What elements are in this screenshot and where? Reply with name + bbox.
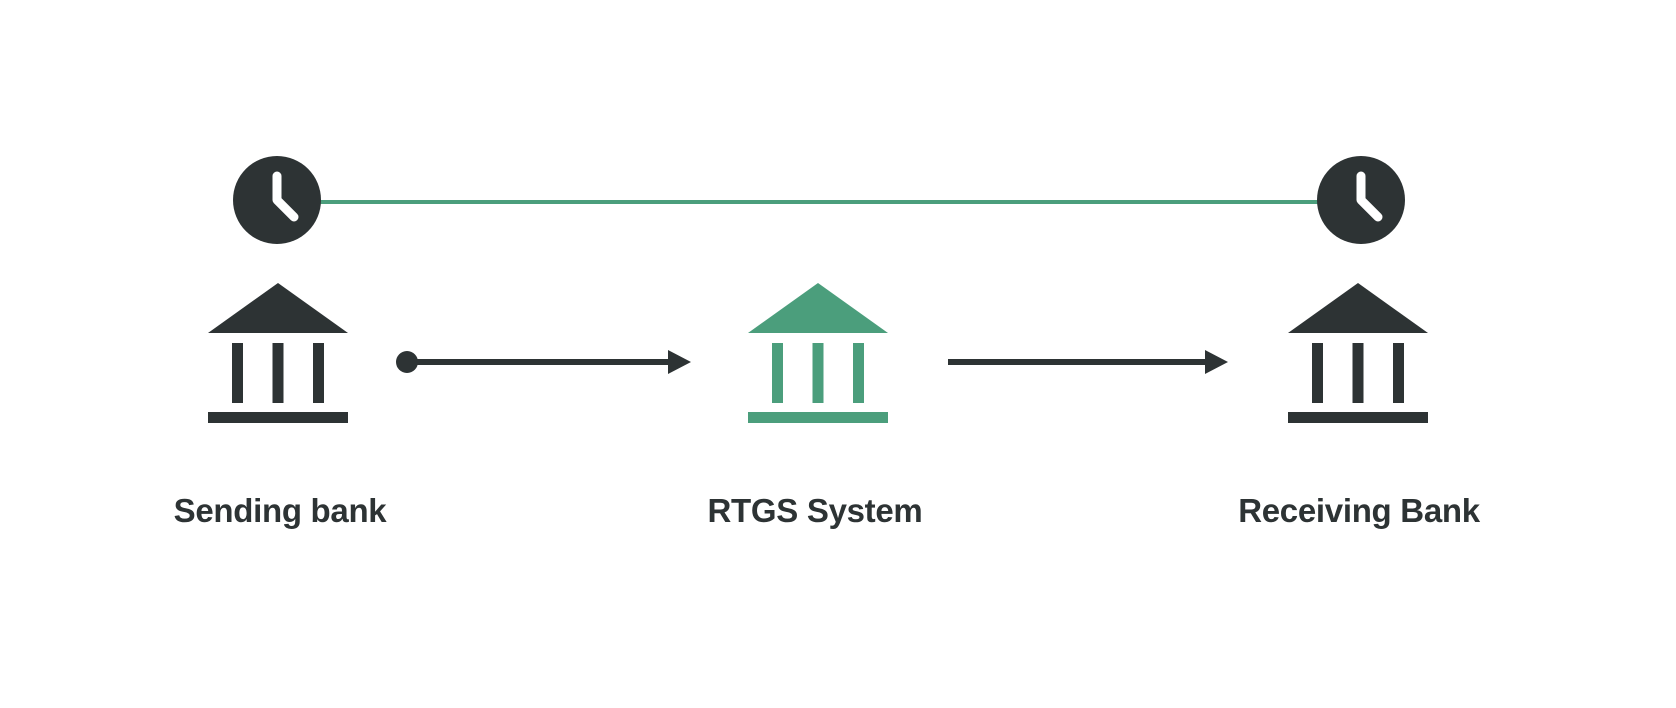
timeline-connector-line [318, 200, 1319, 204]
arrow-sending-to-rtgs [394, 348, 694, 376]
arrow-rtgs-to-receiving [946, 348, 1230, 376]
clock-icon [1317, 156, 1405, 244]
node-label-receiving-bank: Receiving Bank [1238, 492, 1480, 529]
clock-icon [233, 156, 321, 244]
node-label-rtgs-system: RTGS System [707, 492, 923, 529]
bank-icon [748, 283, 888, 423]
node-label-sending-bank: Sending bank [173, 492, 387, 529]
bank-icon [1288, 283, 1428, 423]
bank-icon [208, 283, 348, 423]
